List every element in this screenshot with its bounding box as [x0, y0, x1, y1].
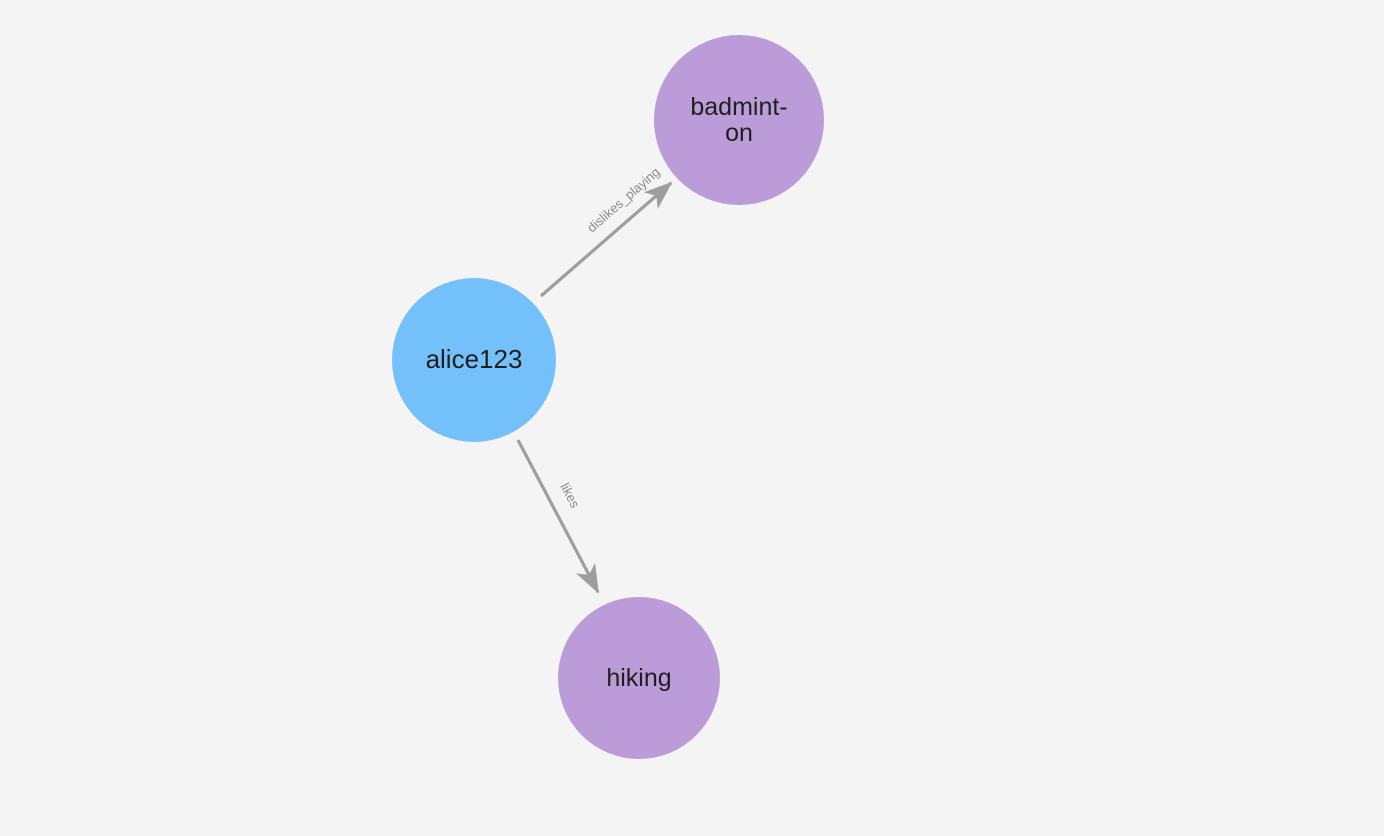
node-label-badminton: badmint- on [690, 92, 788, 147]
node-label-alice123: alice123 [425, 344, 523, 375]
graph-node-hiking[interactable]: hiking [558, 597, 720, 759]
edge-alice123-hiking[interactable]: likes [516, 439, 600, 594]
graph-node-alice123[interactable]: alice123 [392, 278, 556, 442]
graph-node-badminton[interactable]: badmint- on [654, 35, 824, 205]
edge-line-likes [516, 439, 600, 594]
node-label-hiking: hiking [606, 663, 672, 692]
edge-line-dislikes-playing [539, 181, 673, 298]
edge-alice123-badminton[interactable]: dislikes_playing [539, 164, 673, 298]
edge-label-likes: likes [557, 480, 583, 510]
